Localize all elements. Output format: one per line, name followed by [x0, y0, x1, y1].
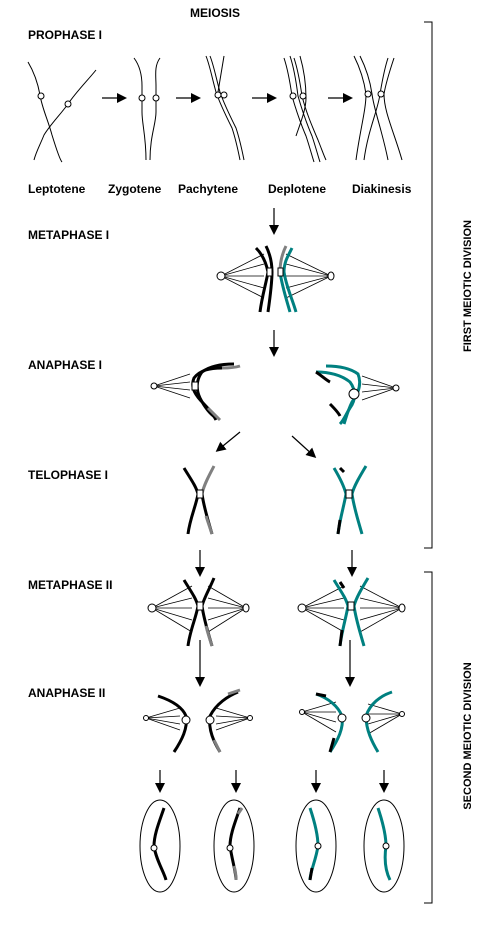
telophase-1-left: [182, 465, 216, 535]
label-pachytene: Pachytene: [178, 182, 239, 196]
label-prophase-1: PROPHASE I: [28, 28, 103, 42]
anaphase-2-right-pair: [299, 690, 405, 753]
gamete-1: [139, 799, 181, 893]
metaphase-1-figure: [216, 245, 335, 313]
label-telophase-1: TELOPHASE I: [28, 468, 109, 482]
pachytene-chromosomes: [205, 55, 245, 161]
first-division-bracket: [424, 21, 433, 549]
arrow-to-telophase-1-left: [215, 431, 241, 452]
label-metaphase-2: METAPHASE II: [28, 578, 113, 592]
label-anaphase-1: ANAPHASE I: [28, 358, 103, 372]
anaphase-1-right: [315, 364, 400, 426]
anaphase-2-left-pair: [143, 688, 253, 753]
zygotene-chromosomes: [133, 57, 161, 161]
gamete-4: [363, 799, 405, 893]
telophase-1-right: [332, 465, 368, 535]
label-metaphase-1: METAPHASE I: [28, 228, 110, 242]
gamete-3: [295, 799, 337, 893]
metaphase-2-right: [297, 577, 406, 647]
metaphase-2-left: [147, 577, 250, 647]
diakinesis-chromosomes: [353, 55, 403, 161]
arrows-to-gametes: [155, 770, 389, 793]
anaphase-1-left: [150, 362, 241, 422]
label-diakinesis: Diakinesis: [352, 182, 412, 196]
arrow-to-telophase-1-right: [291, 435, 317, 459]
label-zygotene: Zygotene: [108, 182, 162, 196]
label-deplotene: Deplotene: [268, 182, 327, 196]
gamete-2: [213, 799, 255, 893]
deplotene-chromosomes: [283, 55, 327, 163]
leptotene-chromosomes: [27, 61, 97, 163]
diagram-title: MEIOSIS: [190, 6, 241, 20]
second-division-bracket: [424, 571, 433, 904]
label-anaphase-2: ANAPHASE II: [28, 686, 106, 700]
label-leptotene: Leptotene: [28, 182, 86, 196]
